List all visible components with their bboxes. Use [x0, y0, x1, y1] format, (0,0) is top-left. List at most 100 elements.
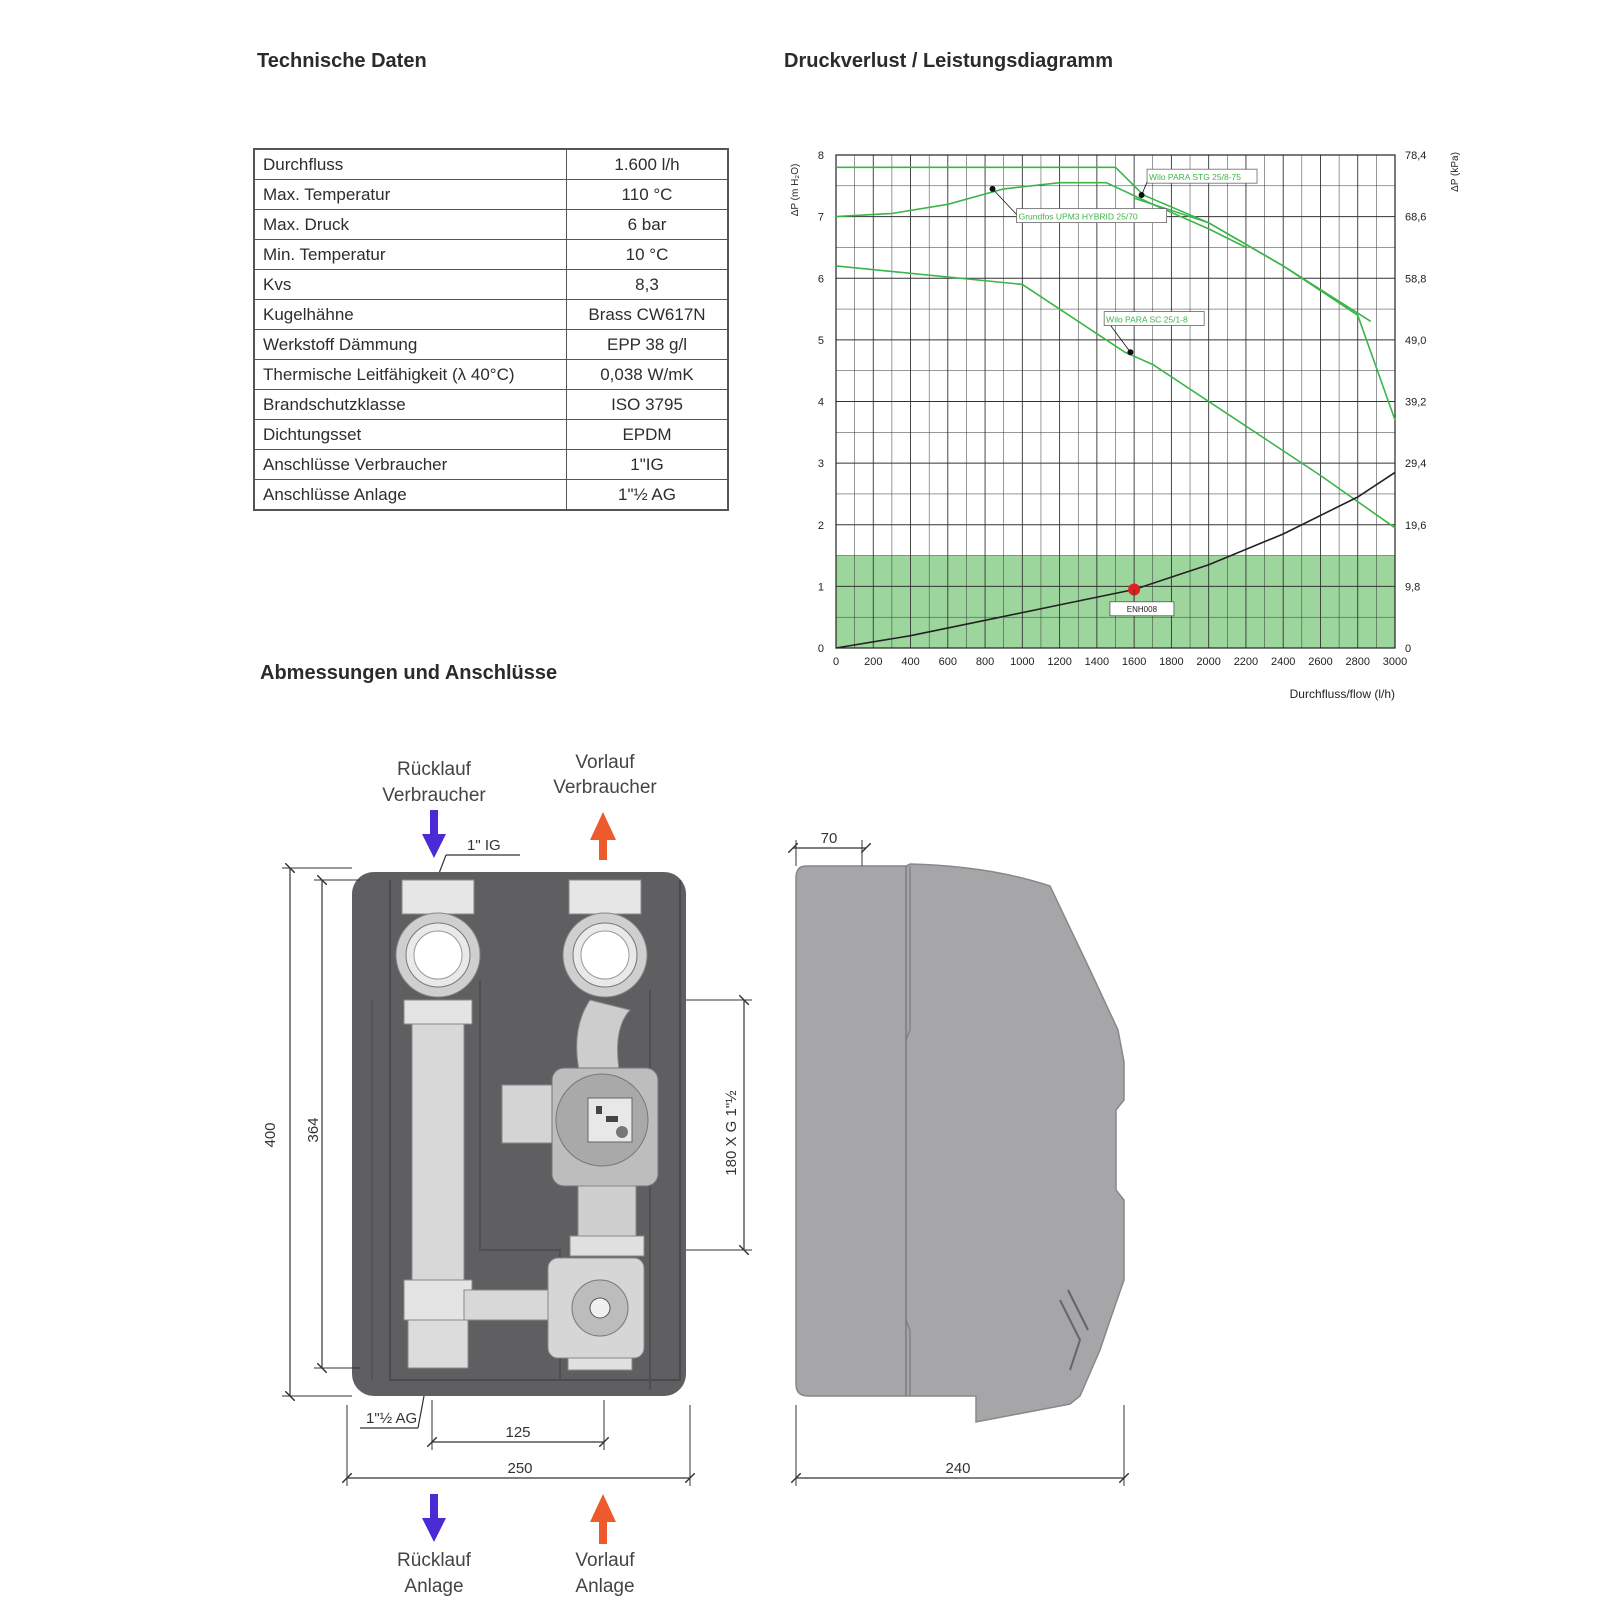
spec-value: Brass CW617N	[566, 299, 729, 330]
y-tick-label-left: 5	[818, 335, 824, 347]
y-tick-label-left: 3	[818, 458, 824, 470]
plot-frame	[835, 154, 1396, 649]
dim-250: 250	[507, 1460, 532, 1477]
series-label-box	[1103, 311, 1205, 326]
x-tick-label: 0	[833, 656, 839, 668]
x-tick-label: 2200	[1234, 656, 1258, 668]
x-tick-label: 200	[864, 656, 882, 668]
dim-125: 125	[505, 1424, 530, 1441]
y-tick-label-left: 2	[818, 520, 824, 532]
dim-240: 240	[945, 1460, 970, 1477]
y-axis-label-right: ΔP (kPa)	[1450, 152, 1461, 192]
y-tick-label-right: 39,2	[1405, 397, 1426, 409]
dim-364: 364	[305, 1117, 322, 1142]
label-return-consumer-2: Verbraucher	[382, 785, 486, 806]
supply-arrow-up-icon-bottom	[590, 1494, 616, 1544]
y-tick-label-left: 8	[818, 150, 824, 162]
side-view-body	[795, 863, 1125, 1423]
spec-value: 10 °C	[566, 239, 729, 270]
x-tick-label: 2000	[1196, 656, 1220, 668]
dim-180: 180 X G 1"½	[723, 1090, 740, 1176]
series-line	[835, 265, 1396, 529]
spec-label: Max. Druck	[253, 209, 567, 240]
y-tick-label-left: 1	[818, 581, 824, 593]
y-tick-label-left: 4	[818, 397, 824, 409]
thread-label-top: 1" IG	[467, 837, 501, 854]
return-arrow-down-icon-bottom	[422, 1494, 446, 1542]
label-return-system-1: Rücklauf	[397, 1550, 472, 1571]
dimensions-heading: Abmessungen und Anschlüsse	[260, 662, 558, 684]
thread-label-bottom: 1"½ AG	[366, 1410, 417, 1427]
spec-value: ISO 3795	[566, 389, 729, 420]
x-tick-label: 1000	[1010, 656, 1034, 668]
x-tick-label: 3000	[1383, 656, 1407, 668]
label-return-consumer-1: Rücklauf	[397, 759, 472, 780]
mixing-valve-icon	[547, 1257, 645, 1371]
spec-label: Durchfluss	[253, 148, 567, 180]
series-line	[835, 181, 1247, 249]
spec-value: 1"½ AG	[566, 479, 729, 511]
x-tick-label: 1400	[1085, 656, 1109, 668]
spec-label: Max. Temperatur	[253, 179, 567, 210]
y-tick-label-left: 7	[818, 212, 824, 224]
spec-row: Thermische Leitfähigkeit (λ 40°C)0,038 W…	[253, 359, 729, 390]
spec-value: 6 bar	[566, 209, 729, 240]
operating-label-box	[1109, 601, 1175, 617]
spec-value: 110 °C	[566, 179, 729, 210]
x-tick-label: 1800	[1159, 656, 1183, 668]
spec-label: Kugelhähne	[253, 299, 567, 330]
chart-heading: Druckverlust / Leistungsdiagramm	[784, 50, 1113, 72]
spec-value: 0,038 W/mK	[566, 359, 729, 390]
x-tick-label: 2800	[1345, 656, 1369, 668]
x-tick-label: 2600	[1308, 656, 1332, 668]
y-tick-label-right: 58,8	[1405, 273, 1426, 285]
dim-70: 70	[821, 830, 838, 847]
y-tick-label-right: 49,0	[1405, 335, 1426, 347]
spec-label: Werkstoff Dämmung	[253, 329, 567, 360]
label-supply-consumer-2: Verbraucher	[553, 777, 657, 798]
y-tick-label-left: 6	[818, 273, 824, 285]
x-tick-label: 400	[901, 656, 919, 668]
spec-value: 1"IG	[566, 449, 729, 480]
spec-label: Min. Temperatur	[253, 239, 567, 270]
spec-label: Thermische Leitfähigkeit (λ 40°C)	[253, 359, 567, 390]
spec-value: EPP 38 g/l	[566, 329, 729, 360]
x-tick-label: 2400	[1271, 656, 1295, 668]
y-tick-label-right: 9,8	[1405, 581, 1420, 593]
series-label: Wilo PARA SC 25/1-8	[1106, 315, 1188, 325]
circulation-pump-icon	[501, 1067, 659, 1187]
right-ball-valve-icon	[562, 879, 648, 998]
y-tick-label-right: 19,6	[1405, 520, 1426, 532]
chart-grid	[835, 154, 1396, 649]
operating-label: ENH008	[1127, 605, 1158, 614]
y-tick-label-left: 0	[818, 643, 824, 655]
series-label-box	[1146, 168, 1258, 184]
series-line	[1133, 197, 1372, 323]
x-tick-label: 600	[939, 656, 957, 668]
series-label-box	[1016, 208, 1168, 224]
dim-400: 400	[262, 1122, 279, 1147]
x-tick-label: 1200	[1047, 656, 1071, 668]
left-ball-valve-icon	[395, 879, 481, 998]
series-label: Grundfos UPM3 HYBRID 25/70	[1019, 212, 1138, 222]
label-supply-system-1: Vorlauf	[575, 1550, 635, 1571]
label-supply-system-2: Anlage	[575, 1576, 634, 1597]
spec-label: Anschlüsse Anlage	[253, 479, 567, 511]
x-tick-label: 800	[976, 656, 994, 668]
y-axis-label-left: ΔP (m H₂O)	[790, 164, 801, 217]
spec-label: Anschlüsse Verbraucher	[253, 449, 567, 480]
y-tick-label-right: 29,4	[1405, 458, 1426, 470]
spec-value: 1.600 l/h	[566, 148, 729, 180]
